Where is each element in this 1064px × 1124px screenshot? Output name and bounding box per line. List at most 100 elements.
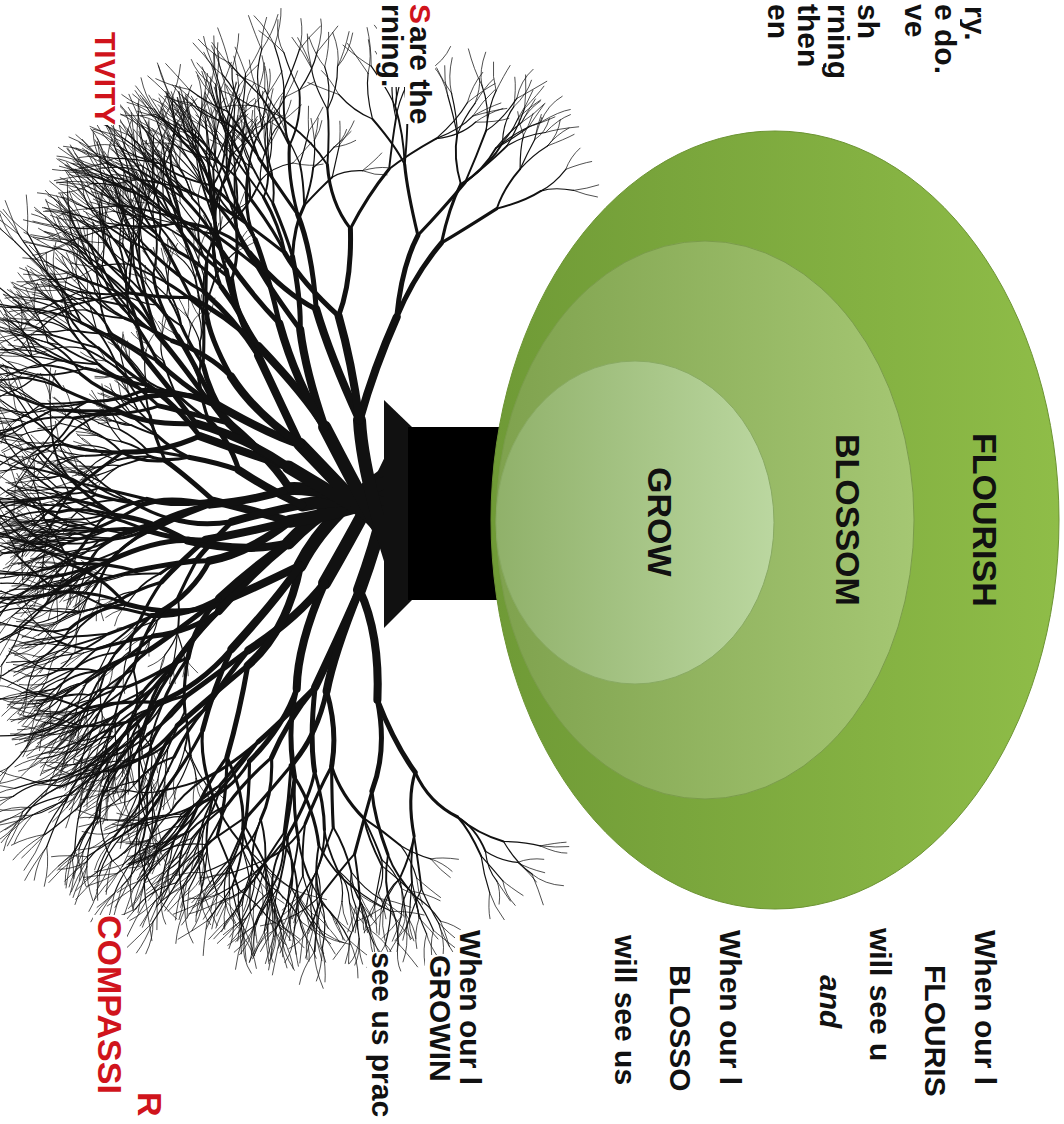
root-line bbox=[397, 943, 400, 971]
root-line bbox=[95, 504, 143, 528]
root-line bbox=[168, 868, 169, 895]
root-line bbox=[12, 735, 40, 740]
root-line bbox=[0, 537, 24, 538]
root-line bbox=[66, 629, 77, 649]
root-line bbox=[58, 849, 79, 867]
root-line bbox=[203, 921, 207, 956]
root-line bbox=[305, 766, 332, 824]
root-line bbox=[57, 595, 58, 622]
root-line bbox=[108, 424, 122, 442]
root-line bbox=[21, 467, 43, 478]
root-line bbox=[146, 768, 151, 788]
root-line bbox=[313, 886, 333, 916]
root-line bbox=[191, 756, 206, 784]
root-line bbox=[126, 638, 142, 650]
root-line bbox=[88, 576, 102, 596]
root-line bbox=[42, 526, 69, 539]
root-line bbox=[173, 662, 175, 684]
root-line bbox=[27, 493, 47, 494]
root-line bbox=[70, 530, 108, 541]
root-line bbox=[157, 888, 183, 907]
root-line bbox=[14, 663, 39, 673]
root-line bbox=[322, 903, 349, 940]
root-line bbox=[80, 538, 112, 550]
root-line bbox=[99, 669, 112, 681]
root-line bbox=[22, 834, 46, 858]
root-line bbox=[177, 597, 179, 633]
root-line bbox=[77, 433, 92, 445]
root-line bbox=[75, 768, 100, 798]
root-line bbox=[41, 780, 65, 796]
root-line bbox=[134, 704, 163, 734]
root-line bbox=[196, 778, 203, 801]
root-line bbox=[146, 791, 164, 850]
root-line bbox=[379, 860, 383, 893]
root-line bbox=[30, 771, 55, 784]
root-line bbox=[105, 753, 117, 779]
root-line bbox=[403, 916, 410, 940]
root-line bbox=[150, 740, 152, 768]
root-line bbox=[65, 700, 94, 728]
root-line bbox=[342, 901, 348, 924]
root-line bbox=[189, 457, 239, 470]
root-line bbox=[80, 534, 112, 538]
root-line bbox=[217, 893, 240, 921]
root-line bbox=[162, 658, 188, 704]
root-line bbox=[40, 595, 57, 613]
root-line bbox=[70, 860, 74, 895]
root-line bbox=[107, 791, 122, 815]
root-line bbox=[311, 886, 314, 926]
root-line bbox=[113, 886, 122, 919]
root-line bbox=[351, 872, 380, 898]
root-line bbox=[9, 649, 29, 662]
root-line bbox=[112, 524, 155, 539]
root-line bbox=[71, 508, 92, 524]
root-line bbox=[431, 859, 452, 871]
root-line bbox=[22, 643, 43, 648]
root-line bbox=[40, 668, 75, 669]
root-line bbox=[0, 782, 15, 789]
root-line bbox=[260, 882, 263, 915]
root-line bbox=[301, 922, 331, 944]
root-line bbox=[151, 834, 165, 862]
root-line bbox=[43, 564, 60, 570]
root-line bbox=[402, 889, 405, 918]
root-line bbox=[41, 712, 62, 729]
root-line bbox=[322, 903, 325, 947]
root-line bbox=[0, 583, 1, 586]
root-line bbox=[10, 695, 36, 702]
root-line bbox=[146, 922, 153, 954]
root-line bbox=[157, 597, 178, 620]
root-line bbox=[53, 798, 75, 822]
root-line bbox=[130, 877, 133, 912]
root-line bbox=[59, 650, 83, 653]
root-line bbox=[76, 432, 97, 436]
root-line bbox=[298, 895, 304, 933]
root-line bbox=[0, 590, 2, 592]
root-line bbox=[118, 456, 150, 460]
root-line bbox=[319, 845, 353, 887]
root-line bbox=[182, 894, 201, 925]
root-line bbox=[212, 893, 217, 929]
root-line bbox=[142, 620, 158, 638]
root-line bbox=[532, 874, 564, 886]
root-line bbox=[386, 855, 391, 906]
root-line bbox=[0, 807, 30, 813]
root-line bbox=[115, 669, 133, 713]
root-line bbox=[392, 911, 424, 915]
root-line bbox=[31, 693, 56, 695]
root-line bbox=[281, 933, 293, 969]
root-line bbox=[156, 783, 165, 811]
root-line bbox=[106, 609, 123, 617]
root-line bbox=[13, 563, 29, 584]
root-line bbox=[137, 922, 153, 953]
root-line bbox=[177, 756, 190, 786]
root-line bbox=[136, 793, 139, 837]
root-line bbox=[199, 316, 201, 343]
root-line bbox=[382, 860, 402, 889]
root-line bbox=[48, 564, 60, 578]
root-line bbox=[120, 430, 147, 451]
root-line bbox=[360, 590, 378, 700]
root-line bbox=[303, 933, 316, 958]
